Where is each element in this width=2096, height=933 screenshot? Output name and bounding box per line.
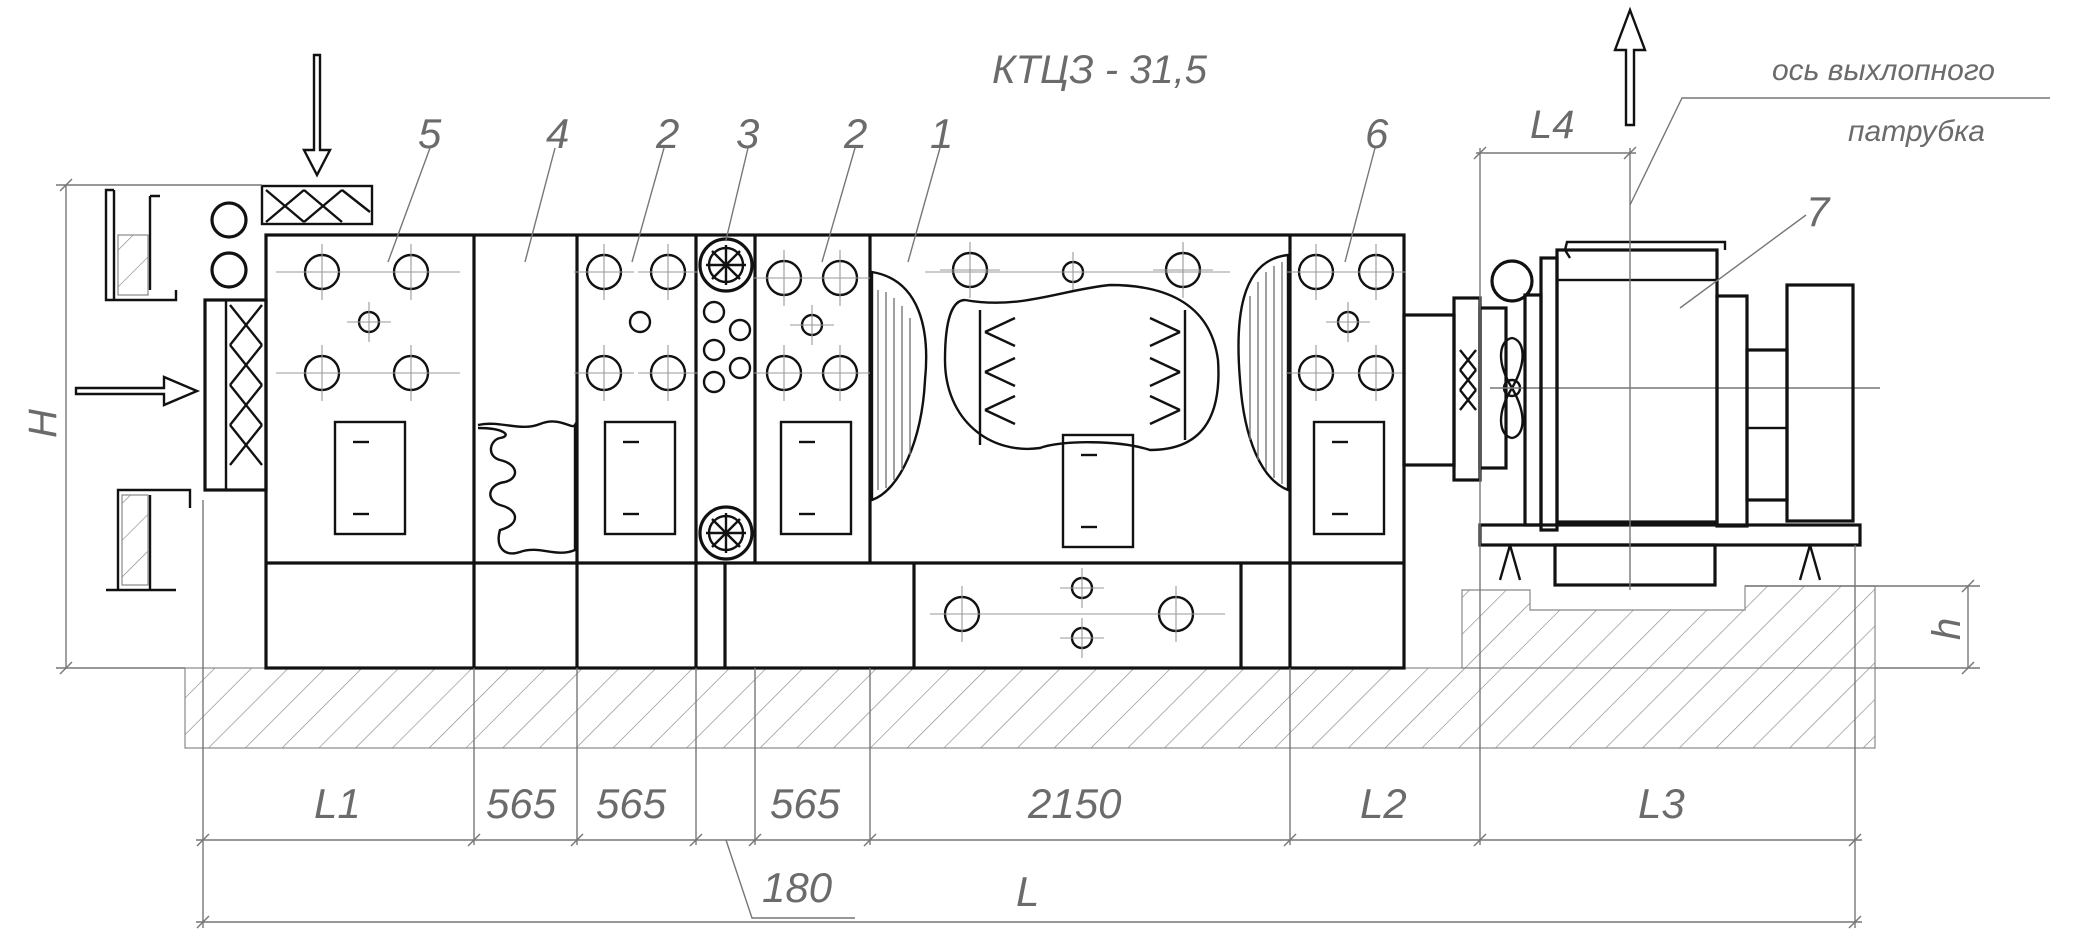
callout-4: 4 [546,110,569,157]
callout-1: 1 [930,110,953,157]
dim-label-565-b: 565 [596,780,667,827]
callout-3: 3 [736,110,759,157]
dim-label-L4: L4 [1530,103,1575,147]
dim-label-180: 180 [762,864,833,911]
dim-label-L1: L1 [314,780,361,827]
exhaust-axis-note-line2: патрубка [1848,115,1985,148]
section-4-filter [477,420,577,555]
section-1-fan [870,240,1290,660]
inlet-assembly [74,53,374,592]
dim-label-565-c: 565 [770,780,841,827]
dimension-lines [56,97,2050,929]
dim-label-565-a: 565 [486,780,557,827]
drive-assembly [1402,6,1880,587]
diagram-title: КТЦЗ - 31,5 [992,48,1208,92]
dim-label-L: L [1016,868,1039,915]
section-5-mixing [276,242,460,536]
unit-housing [264,233,1406,670]
section-2-heater-a [572,242,700,536]
exhaust-axis-note-line1: ось выхлопного [1772,54,1995,87]
callout-6: 6 [1365,110,1389,157]
dim-label-L3: L3 [1638,780,1685,827]
section-6-outlet [1284,242,1408,536]
callout-2-a: 2 [655,110,679,157]
callout-2-b: 2 [843,110,867,157]
callout-5: 5 [418,110,442,157]
dim-label-H: H [21,409,65,438]
section-3-rotary [698,237,754,561]
dim-label-2150: 2150 [1027,780,1122,827]
dim-label-h: h [1925,618,1969,640]
foundation-slab [184,585,1876,749]
dim-label-L2: L2 [1360,780,1407,827]
section-2-heater-b [752,248,872,536]
callout-7: 7 [1806,188,1831,235]
